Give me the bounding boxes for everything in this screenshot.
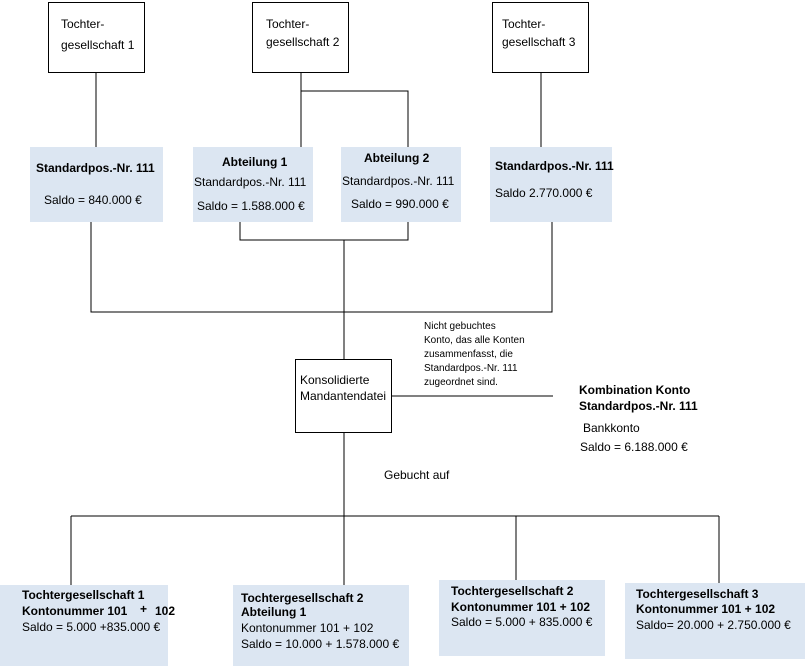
bottom-box-3: Tochtergesellschaft 2 Kontonummer 101 + … xyxy=(439,580,605,656)
bottom-box-2: Tochtergesellschaft 2 Abteilung 1 Konton… xyxy=(233,585,409,666)
connector xyxy=(239,222,409,241)
combination-bank: Bankkonto xyxy=(583,421,640,435)
consolidated-line1: Konsolidierte xyxy=(300,373,370,387)
account-saldo: Saldo = 1.588.000 € xyxy=(197,199,305,213)
account-box-dept2: Abteilung 2 Standardpos.-Nr. 111 Saldo =… xyxy=(341,147,461,222)
note-line: Standardpos.-Nr. 111 xyxy=(424,363,518,374)
account-box-sub1: Standardpos.-Nr. 111 Saldo = 840.000 € xyxy=(30,147,163,222)
bottom-line2: Kontonummer 101 + 102 xyxy=(636,602,776,616)
subsidiary-label-line1: Tochter- xyxy=(266,17,310,31)
subsidiary-label-line1: Tochter- xyxy=(61,17,105,31)
account-box-dept1: Abteilung 1 Standardpos.-Nr. 111 Saldo =… xyxy=(193,147,313,222)
bottom-saldo: Saldo= 20.000 + 2.750.000 € xyxy=(636,618,791,632)
note-line: Konto, das alle Konten xyxy=(424,335,525,346)
bottom-line2: Abteilung 1 xyxy=(241,605,307,619)
account-saldo: Saldo = 990.000 € xyxy=(351,197,449,211)
bottom-saldo: Saldo = 5.000 + 835.000 € xyxy=(451,615,593,629)
account-line2: Standardpos.-Nr. 111 xyxy=(194,175,307,189)
account-title: Standardpos.-Nr. 111 xyxy=(36,161,155,175)
account-title: Abteilung 2 xyxy=(364,151,430,165)
note-text: Nicht gebuchtes Konto, das alle Konten z… xyxy=(424,320,525,390)
account-title: Standardpos.-Nr. 111 xyxy=(495,159,614,173)
note-line: zusammenfasst, die xyxy=(424,349,513,360)
bottom-line1: Tochtergesellschaft 1 xyxy=(22,588,145,602)
account-saldo: Saldo 2.770.000 € xyxy=(495,186,593,200)
bottom-line2: Kontonummer 101 + 102 xyxy=(451,600,591,614)
bottom-box-1: Tochtergesellschaft 1 Kontonummer 101 + … xyxy=(0,585,175,666)
bottom-box-4: Tochtergesellschaft 3 Kontonummer 101 + … xyxy=(625,583,805,659)
combination-saldo: Saldo = 6.188.000 € xyxy=(580,440,688,454)
account-line2: Standardpos.-Nr. 111 xyxy=(342,174,455,188)
account-saldo: Saldo = 840.000 € xyxy=(44,193,142,207)
combination-title: Kombination Konto xyxy=(579,383,691,397)
subsidiary-label-line1: Tochter- xyxy=(502,17,546,31)
subsidiary-label-line2: gesellschaft 3 xyxy=(502,35,576,49)
bottom-num: 102 xyxy=(155,604,176,618)
booked-on-label: Gebucht auf xyxy=(384,468,450,482)
note-line: zugeordnet sind. xyxy=(424,377,498,388)
subsidiary-box-3: Tochter- gesellschaft 3 xyxy=(492,2,589,73)
subsidiary-box-2: Tochter- gesellschaft 2 xyxy=(252,2,349,73)
bottom-line3: Kontonummer 101 + 102 xyxy=(241,621,374,635)
consolidated-box: Konsolidierte Mandantendatei xyxy=(295,359,392,433)
subsidiary-box-1: Tochter- gesellschaft 1 xyxy=(48,2,145,73)
account-title: Abteilung 1 xyxy=(222,155,288,169)
subsidiary-label-line2: gesellschaft 1 xyxy=(61,38,135,52)
subsidiary-label-line2: gesellschaft 2 xyxy=(266,35,340,49)
consolidated-line2: Mandantendatei xyxy=(300,389,387,403)
bottom-line1: Tochtergesellschaft 2 xyxy=(241,591,364,605)
bottom-saldo: Saldo = 5.000 +835.000 € xyxy=(22,620,161,634)
combination-subtitle: Standardpos.-Nr. 111 xyxy=(579,399,698,413)
bottom-line2: Kontonummer 101 xyxy=(22,604,128,618)
connector xyxy=(90,222,553,313)
bottom-plus: + xyxy=(140,602,148,616)
bottom-line1: Tochtergesellschaft 2 xyxy=(451,584,574,598)
note-line: Nicht gebuchtes xyxy=(424,321,496,332)
account-box-sub3: Standardpos.-Nr. 111 Saldo 2.770.000 € xyxy=(490,147,614,222)
connector xyxy=(301,90,409,147)
bottom-saldo: Saldo = 10.000 + 1.578.000 € xyxy=(241,637,400,651)
bottom-line1: Tochtergesellschaft 3 xyxy=(636,587,759,601)
